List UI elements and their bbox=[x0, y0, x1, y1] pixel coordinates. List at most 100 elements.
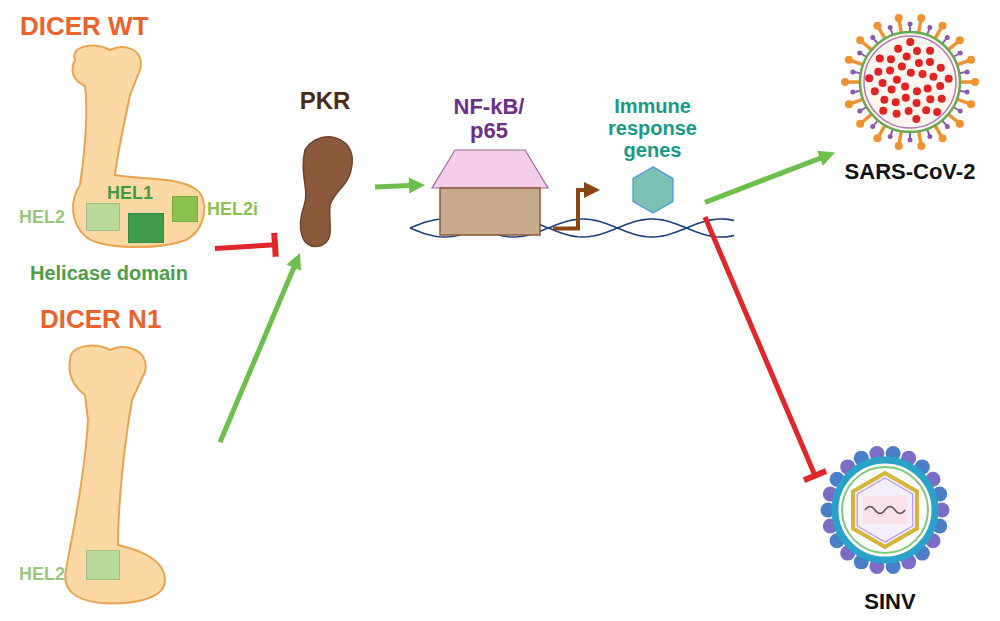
domain-label: HEL2i bbox=[207, 200, 258, 220]
virus-icon: SARS-CoV-2 bbox=[835, 10, 985, 200]
nucleocapsid bbox=[913, 99, 921, 107]
spike-tip bbox=[917, 14, 925, 22]
virus-name: SARS-CoV-2 bbox=[835, 160, 985, 184]
spike-tip bbox=[939, 22, 947, 30]
domain-box: HEL2 bbox=[86, 550, 120, 580]
nucleocapsid bbox=[898, 62, 906, 70]
membrane-protein bbox=[927, 134, 932, 139]
protein-name: DICER WT bbox=[20, 12, 149, 41]
protein-shape: DICER WTHelicase domainHEL1HEL2HEL2i bbox=[15, 12, 215, 287]
nucleocapsid bbox=[926, 95, 934, 103]
nucleocapsid bbox=[938, 95, 946, 103]
domain-label: HEL2 bbox=[19, 565, 65, 585]
nucleocapsid bbox=[926, 47, 934, 55]
spike-tip bbox=[856, 36, 864, 44]
membrane-protein bbox=[888, 25, 893, 30]
membrane-protein bbox=[927, 25, 932, 30]
hexagon-icon bbox=[633, 167, 673, 213]
virus-illustration bbox=[835, 10, 985, 160]
nucleocapsid bbox=[894, 45, 902, 53]
nucleocapsid bbox=[936, 82, 944, 90]
gene-label: Immune response genes bbox=[600, 95, 705, 161]
nucleocapsid bbox=[919, 70, 927, 78]
spike-tip bbox=[856, 120, 864, 128]
activation-arrow bbox=[553, 190, 590, 228]
domain-label: HEL2 bbox=[19, 208, 65, 228]
nucleocapsid bbox=[871, 87, 879, 95]
virus-name: SINV bbox=[815, 590, 965, 614]
domain-label: Helicase domain bbox=[30, 262, 188, 284]
genome-rna bbox=[865, 507, 905, 514]
activation-arrow bbox=[220, 262, 296, 442]
spike-tip bbox=[956, 120, 964, 128]
membrane-protein bbox=[857, 51, 862, 56]
nucleocapsid bbox=[906, 38, 914, 46]
protein-outline bbox=[65, 346, 165, 604]
domain-box: HEL2 bbox=[86, 203, 120, 231]
spike-tip bbox=[874, 22, 882, 30]
protein-outline bbox=[15, 12, 215, 287]
virus-icon: SINV bbox=[815, 440, 965, 618]
nucleocapsid bbox=[888, 86, 896, 94]
transcription-factor: NF-kB/ p65 bbox=[425, 95, 553, 240]
spike-tip bbox=[841, 78, 849, 86]
virus-membrane bbox=[842, 467, 928, 553]
virus-illustration bbox=[815, 440, 965, 590]
membrane-protein bbox=[965, 90, 970, 95]
domain-box: HEL1 bbox=[128, 213, 164, 243]
membrane-protein bbox=[945, 124, 950, 129]
nucleocapsid bbox=[893, 76, 901, 84]
protein-outline bbox=[72, 46, 204, 247]
spike-tip bbox=[895, 14, 903, 22]
membrane-protein bbox=[958, 109, 963, 114]
nucleocapsid bbox=[903, 52, 911, 60]
inhibition-connector bbox=[705, 217, 815, 476]
nucleocapsid bbox=[886, 66, 894, 74]
spike-tip bbox=[845, 56, 853, 64]
protein-shape: DICER N1 HEL2 bbox=[20, 305, 220, 610]
membrane-protein bbox=[958, 51, 963, 56]
nucleocapsid bbox=[874, 68, 882, 76]
nucleocapsid bbox=[937, 64, 945, 72]
spike-tip bbox=[956, 36, 964, 44]
virus-envelope bbox=[864, 36, 956, 128]
virus-envelope bbox=[835, 460, 935, 560]
membrane-protein bbox=[965, 69, 970, 74]
protein-name: PKR bbox=[275, 88, 375, 114]
membrane-protein bbox=[850, 69, 855, 74]
nucleocapsid bbox=[913, 47, 921, 55]
membrane-protein bbox=[908, 138, 913, 143]
inhibition-connector bbox=[215, 245, 275, 249]
gene-product: Immune response genes bbox=[600, 95, 705, 217]
nucleocapsid bbox=[929, 73, 937, 81]
nucleocapsid bbox=[913, 87, 921, 95]
nucleocapsid bbox=[876, 55, 884, 63]
spike-tip bbox=[967, 56, 975, 64]
capsid bbox=[857, 478, 912, 542]
membrane-protein bbox=[870, 35, 875, 40]
protein-name: DICER N1 bbox=[40, 305, 161, 334]
nfkb-subunit bbox=[440, 188, 540, 235]
domain-box: HEL2i bbox=[172, 196, 198, 222]
genome bbox=[863, 496, 907, 524]
membrane-protein bbox=[908, 22, 913, 27]
p65-subunit bbox=[432, 150, 548, 188]
nucleocapsid bbox=[912, 115, 920, 123]
nucleocapsid bbox=[933, 108, 941, 116]
nucleocapsid bbox=[880, 96, 888, 104]
spike-tip bbox=[845, 100, 853, 108]
nucleocapsid bbox=[901, 82, 909, 90]
nucleocapsid bbox=[945, 75, 953, 83]
membrane-protein bbox=[945, 35, 950, 40]
nucleocapsid bbox=[893, 110, 901, 118]
nucleocapsid bbox=[879, 107, 887, 115]
domain-label: HEL1 bbox=[107, 184, 153, 204]
spike-tip bbox=[967, 100, 975, 108]
nucleocapsid bbox=[907, 69, 915, 77]
activation-arrow bbox=[375, 185, 415, 187]
membrane-protein bbox=[888, 134, 893, 139]
capsid bbox=[853, 473, 917, 547]
spike-tip bbox=[917, 142, 925, 150]
nucleocapsid bbox=[905, 107, 913, 115]
